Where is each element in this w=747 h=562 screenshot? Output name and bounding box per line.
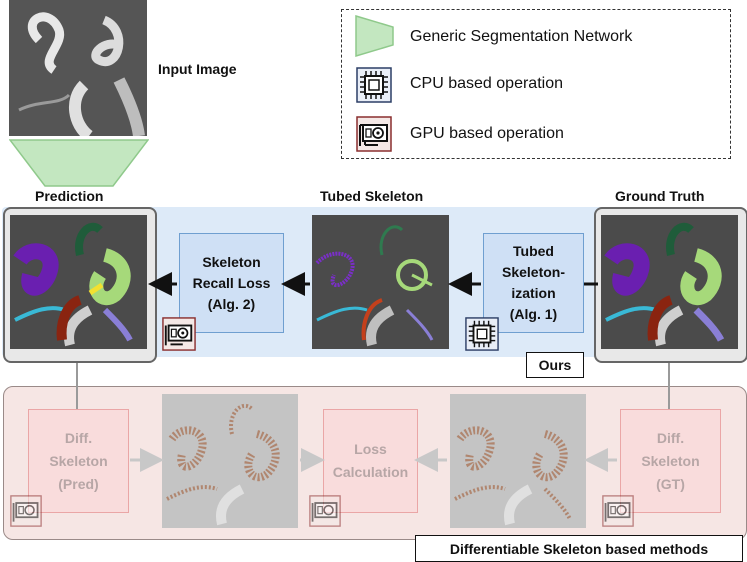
recall-line-3: (Alg. 2) [207,295,256,312]
recall-line-2: Recall Loss [192,274,271,291]
diff-gt-line-1: Diff. [656,429,685,446]
gpu-icon [356,116,392,152]
cpu-icon [356,67,392,103]
diff-skeleton-pred-image [162,394,298,528]
diff-skeleton-gt-image [450,394,586,528]
diff-gt-line-2: Skeleton [641,452,700,469]
diff-pred-line-1: Diff. [64,429,93,446]
legend-gpu-label: GPU based operation [410,125,564,142]
ground-truth-image [601,215,738,349]
tubed-line-1: Tubed [513,243,554,259]
legend-network-label: Generic Segmentation Network [410,28,633,45]
tubed-skeleton-image [312,215,449,349]
tubed-skeleton-title: Tubed Skeleton [320,188,424,204]
segmentation-network-shape [9,139,149,187]
input-image-label: Input Image [158,61,237,77]
connector-right [668,358,670,410]
gpu-icon [10,495,42,527]
loss-line-1: Loss [354,441,387,457]
diff-gt-line-3: (GT) [656,475,685,492]
tubed-skeletonization-box: Tubed Skeleton- ization (Alg. 1) [483,233,584,333]
loss-line-2: Calculation [332,464,409,480]
legend-box [341,9,731,159]
diff-skeleton-gt-box: Diff. Skeleton (GT) [620,409,721,513]
ground-truth-title: Ground Truth [615,188,705,204]
tubed-line-2: Skeleton- [501,264,565,280]
gpu-icon [309,495,341,527]
input-image [9,0,147,136]
diff-skeleton-pred-box: Diff. Skeleton (Pred) [28,409,129,513]
baseline-badge: Differentiable Skeleton based methods [415,535,743,562]
network-legend-icon [355,15,394,57]
legend-cpu-label: CPU based operation [410,75,563,92]
gpu-icon [162,317,196,351]
diff-pred-line-2: Skeleton [49,452,108,469]
diff-pred-line-3: (Pred) [58,475,99,492]
cpu-icon [465,317,499,351]
skeleton-recall-loss-box: Skeleton Recall Loss (Alg. 2) [179,233,284,333]
prediction-title: Prediction [35,188,104,204]
arrows-baseline [130,448,617,472]
arrows-ours [148,272,598,296]
ours-badge: Ours [526,352,584,378]
tubed-line-3: ization [511,285,556,301]
prediction-image [10,215,147,349]
tubed-line-4: (Alg. 1) [509,306,558,322]
recall-line-1: Skeleton [202,253,261,270]
connector-left [76,358,78,410]
gpu-icon [602,495,634,527]
